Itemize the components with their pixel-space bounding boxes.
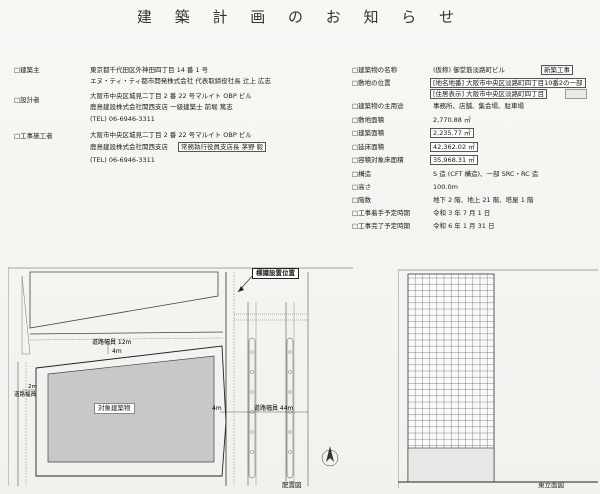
contractor-company: 鹿島建設株式会社関西支店 bbox=[90, 143, 168, 151]
designer-label: □設計者 bbox=[14, 96, 40, 104]
row-building-area-value: 2,235.77 ㎡ bbox=[430, 128, 474, 138]
notice-title: 建 築 計 画 の お 知 ら せ bbox=[136, 8, 464, 26]
road-right-label: 道路幅員 44m bbox=[254, 404, 294, 412]
row-start-label: □工事着手予定時期 bbox=[352, 209, 411, 217]
row-site-address: [住居表示] 大阪市中央区淡路町四丁目 bbox=[430, 89, 548, 99]
row-floor-area-label: □延床面積 bbox=[352, 143, 385, 151]
road-top-setback: 4m bbox=[112, 348, 122, 355]
designer-address: 大阪市中央区城見二丁目 2 番 22 号マルイト OBP ビル bbox=[90, 92, 252, 100]
row-height-value: 100.0m bbox=[433, 183, 458, 191]
row-name-value: (仮称) 御堂筋淡路町ビル bbox=[433, 66, 506, 74]
sign-position-label: 標識設置位置 bbox=[252, 268, 299, 279]
contractor-tel: (TEL) 06-6946-3311 bbox=[90, 156, 155, 164]
road-right-setback: 4m bbox=[212, 405, 222, 412]
row-end-label: □工事完了予定時期 bbox=[352, 222, 411, 230]
row-height-label: □高さ bbox=[352, 183, 372, 191]
row-structure-label: □構造 bbox=[352, 170, 372, 178]
contractor-label: □工事施工者 bbox=[14, 132, 53, 140]
road-left-setback: 2m bbox=[28, 384, 37, 390]
row-structure-value: S 造 (CFT 構造)、一部 SRC・RC 造 bbox=[433, 170, 539, 178]
row-site-area-value: 2,770.88 ㎡ bbox=[433, 116, 471, 124]
building-label: 対象建築物 bbox=[94, 403, 135, 414]
row-use-label: □建築物の主用途 bbox=[352, 102, 404, 110]
site-plan-caption: 配置図 bbox=[282, 481, 302, 489]
row-name-extra: 新築工事 bbox=[541, 65, 573, 75]
address-cover bbox=[565, 89, 587, 99]
designer-company: 鹿島建設株式会社関西支店 一級建築士 前堀 篤志 bbox=[90, 103, 233, 111]
row-volume-area-value: 35,968.31 ㎡ bbox=[430, 155, 478, 165]
site-plan-drawing: 道路幅員 12m 4m 道路幅員 2m 道路幅員 44m 4m bbox=[8, 267, 353, 486]
designer-tel: (TEL) 06-6946-3311 bbox=[90, 115, 155, 123]
row-floors-value: 地下 2 階、地上 21 階、塔屋 1 階 bbox=[433, 196, 534, 204]
owner-address: 東京都千代田区外神田四丁目 14 番 1 号 bbox=[90, 66, 209, 74]
contractor-address: 大阪市中央区城見二丁目 2 番 22 号マルイト OBP ビル bbox=[90, 131, 252, 139]
road-left-label: 道路幅員 bbox=[14, 390, 37, 398]
row-end-value: 令和 6 年 1 月 31 日 bbox=[433, 222, 495, 230]
row-building-area-label: □建築面積 bbox=[352, 129, 385, 137]
east-elevation-drawing bbox=[398, 269, 598, 488]
row-site-lot: [地名地番] 大阪市中央区淡路町四丁目10番2の一部 bbox=[430, 78, 586, 88]
row-site-label: □敷地の位置 bbox=[352, 79, 391, 87]
owner-label: □建築主 bbox=[14, 66, 40, 74]
owner-company: エヌ・ティ・ティ都市開発株式会社 代表取締役社長 辻上 広志 bbox=[90, 77, 271, 85]
contractor-representative: 常務執行役員支店長 茅野 毅 bbox=[178, 142, 267, 152]
road-top-label: 道路幅員 12m bbox=[92, 338, 132, 346]
row-floors-label: □階数 bbox=[352, 196, 372, 204]
row-name-label: □建築物の名称 bbox=[352, 66, 398, 74]
row-volume-area-label: □容積対象床面積 bbox=[352, 156, 404, 164]
row-use-value: 事務所、店舗、集会場、駐車場 bbox=[433, 102, 524, 110]
row-start-value: 令和 3 年 7 月 1 日 bbox=[433, 209, 491, 217]
row-site-area-label: □敷地面積 bbox=[352, 116, 385, 124]
elevation-caption: 東立面図 bbox=[538, 481, 564, 489]
row-floor-area-value: 42,362.02 ㎡ bbox=[430, 142, 478, 152]
